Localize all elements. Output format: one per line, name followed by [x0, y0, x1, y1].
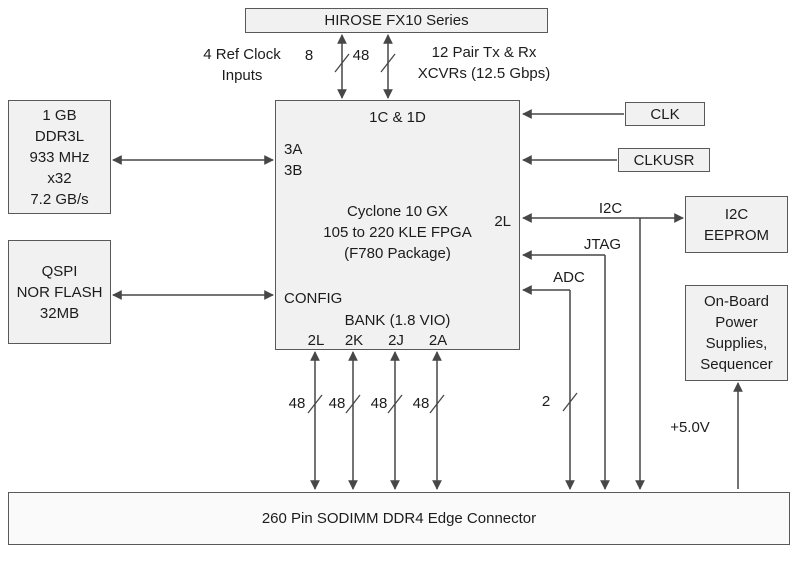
jtag-signal-label: JTAG — [583, 236, 622, 253]
fpga-bottom-bank-2l: 2L — [307, 332, 325, 349]
fpga-box: 1C & 1D 3A 3B Cyclone 10 GX 105 to 220 K… — [275, 100, 520, 350]
plus-5v-label: +5.0V — [670, 419, 710, 436]
bus-slash-bank-2k — [345, 394, 361, 414]
fpga-config-label: CONFIG — [284, 290, 343, 307]
hirose-connector-box: HIROSE FX10 Series — [245, 8, 548, 33]
bus-slash-refclk — [334, 53, 350, 73]
fpga-right-bank-label: 2L — [494, 213, 511, 230]
fpga-bank-vio-label: BANK (1.8 VIO) — [344, 312, 451, 329]
i2c-eeprom-box: I2C EEPROM — [685, 196, 788, 253]
fpga-bottom-bank-2k: 2K — [344, 332, 364, 349]
bus-slash-xcvr — [380, 53, 396, 73]
bus-width-48-bank3-label: 48 — [370, 395, 388, 412]
clkusr-box: CLKUSR — [618, 148, 710, 172]
power-supply-box: On-Board Power Supplies, Sequencer — [685, 285, 788, 381]
bus-width-8-label: 8 — [304, 47, 314, 64]
ref-clock-inputs-label: 4 Ref Clock Inputs — [203, 46, 281, 84]
fpga-bottom-bank-2a: 2A — [428, 332, 448, 349]
bus-slash-bank-2a — [429, 394, 445, 414]
bus-slash-bank-2j — [387, 394, 403, 414]
qspi-flash-box: QSPI NOR FLASH 32MB — [8, 240, 111, 344]
fpga-bottom-bank-2j: 2J — [388, 332, 404, 349]
i2c-signal-label: I2C — [598, 200, 623, 217]
clk-box: CLK — [625, 102, 705, 126]
adc-signal-label: ADC — [553, 269, 585, 286]
fpga-name-label: Cyclone 10 GX 105 to 220 KLE FPGA (F780 … — [323, 203, 472, 262]
bus-width-2-label: 2 — [541, 393, 551, 410]
bus-width-48-bank1-label: 48 — [288, 395, 306, 412]
sodimm-edge-connector-box: 260 Pin SODIMM DDR4 Edge Connector — [8, 492, 790, 545]
bus-width-48-bank2-label: 48 — [328, 395, 346, 412]
fpga-top-banks-label: 1C & 1D — [369, 109, 426, 126]
bus-width-48-bank4-label: 48 — [412, 395, 430, 412]
bus-slash-adc — [562, 392, 578, 412]
fpga-left-banks-label: 3A 3B — [284, 141, 303, 179]
bus-width-48-top-label: 48 — [352, 47, 370, 64]
bus-slash-bank-2l — [307, 394, 323, 414]
ddr3l-memory-box: 1 GB DDR3L 933 MHz x32 7.2 GB/s — [8, 100, 111, 214]
xcvr-pairs-label: 12 Pair Tx & Rx XCVRs (12.5 Gbps) — [417, 44, 551, 82]
